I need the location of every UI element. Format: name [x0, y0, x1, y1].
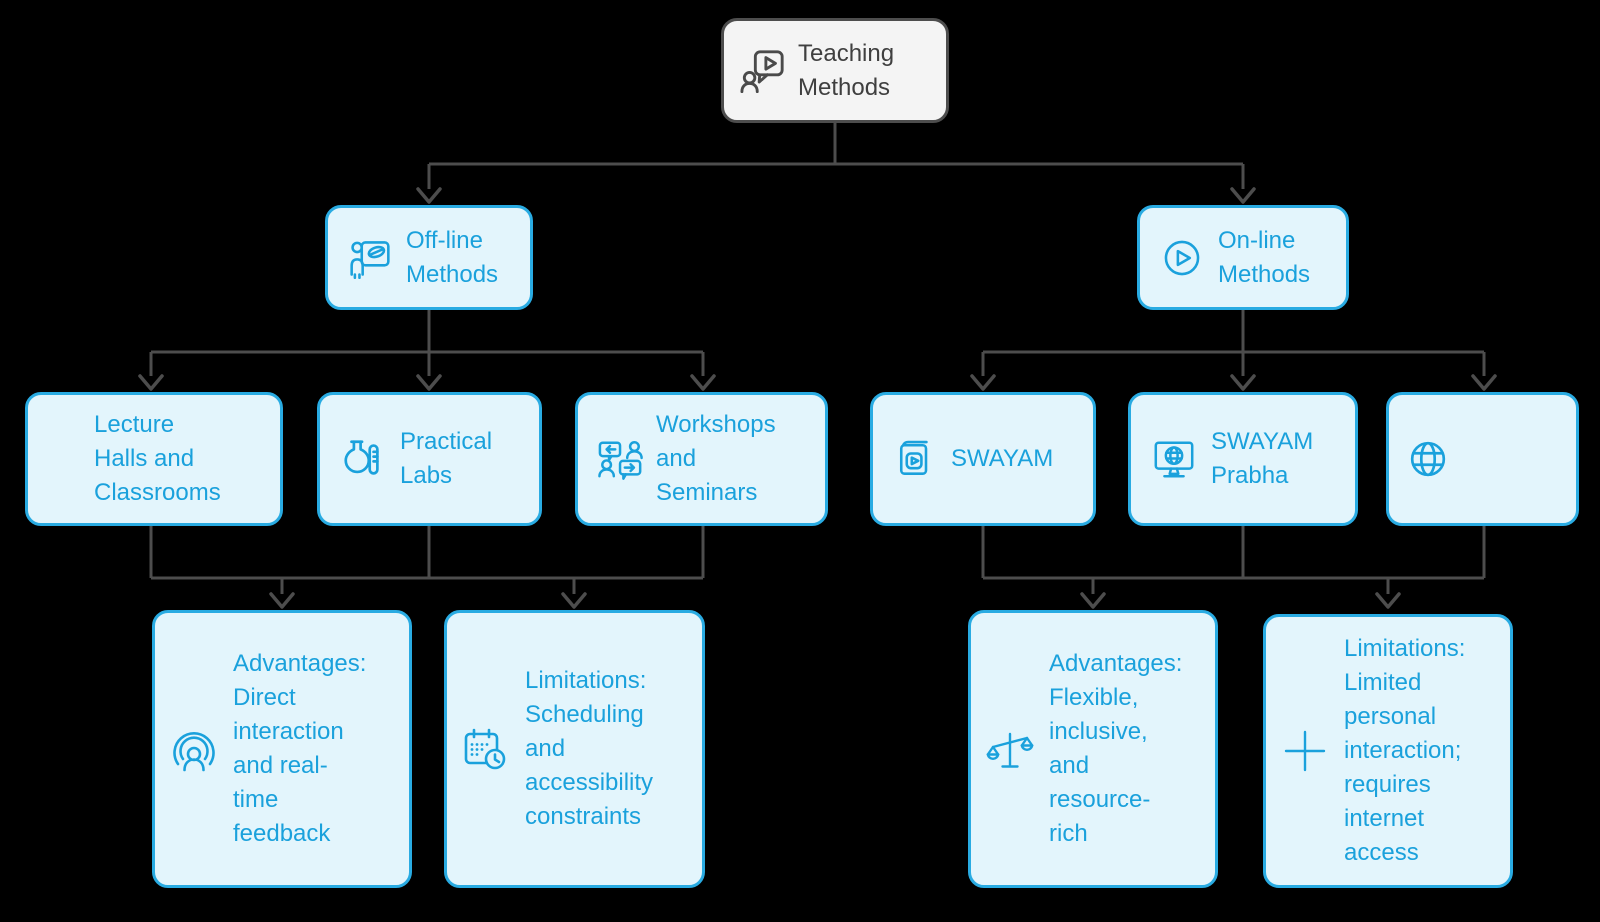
- node-label: Off-line Methods: [406, 226, 499, 288]
- node-limitations-offline: Limitations: Scheduling and accessibilit…: [444, 610, 705, 888]
- node-teaching-methods: Teaching Methods: [721, 18, 949, 123]
- tv-globe-icon: [1154, 441, 1194, 478]
- node-online-methods: On-line Methods: [1137, 205, 1349, 310]
- node-label: SWAYAM Prabha: [1211, 428, 1314, 489]
- play-circle-icon: [1164, 240, 1200, 275]
- broadcast-person-icon: [173, 732, 215, 772]
- teacher-whiteboard-icon: [350, 240, 390, 279]
- calendar-clock-icon: [464, 728, 506, 770]
- balance-scales-icon: [986, 732, 1034, 768]
- node-label: Lecture Halls and Classrooms: [94, 411, 221, 506]
- node-label: Advantages: Flexible, inclusive, and res…: [1049, 650, 1183, 847]
- node-advantages-online: Advantages: Flexible, inclusive, and res…: [968, 610, 1218, 888]
- node-label: Workshops and Seminars: [656, 411, 776, 506]
- node-advantages-offline: Advantages: Direct interaction and real-…: [152, 610, 412, 888]
- presenter-play-bubble-icon: [740, 49, 784, 93]
- node-label: Teaching Methods: [798, 39, 895, 101]
- globe-icon: [1410, 441, 1446, 477]
- node-label: On-line Methods: [1218, 226, 1311, 288]
- node-label: Advantages: Direct interaction and real-…: [233, 650, 367, 847]
- node-offline-methods: Off-line Methods: [325, 205, 533, 310]
- node-lecture-halls: Lecture Halls and Classrooms: [25, 392, 283, 526]
- video-book-icon: [899, 440, 928, 475]
- node-label: Limitations: Scheduling and accessibilit…: [525, 667, 654, 830]
- node-label: SWAYAM: [951, 445, 1054, 472]
- node-label: Practical Labs: [400, 428, 493, 489]
- node-swayam-prabha: SWAYAM Prabha: [1128, 392, 1358, 526]
- plus-icon: [1284, 730, 1326, 772]
- node-practical-labs: Practical Labs: [317, 392, 542, 526]
- flask-testtube-icon: [344, 440, 379, 475]
- node-workshops-seminars: Workshops and Seminars: [575, 392, 828, 526]
- node-label: Limitations: Limited personal interactio…: [1344, 635, 1466, 866]
- node-web: [1386, 392, 1579, 526]
- node-limitations-online: Limitations: Limited personal interactio…: [1263, 614, 1513, 888]
- node-swayam: SWAYAM: [870, 392, 1096, 526]
- group-discussion-icon: [598, 440, 643, 480]
